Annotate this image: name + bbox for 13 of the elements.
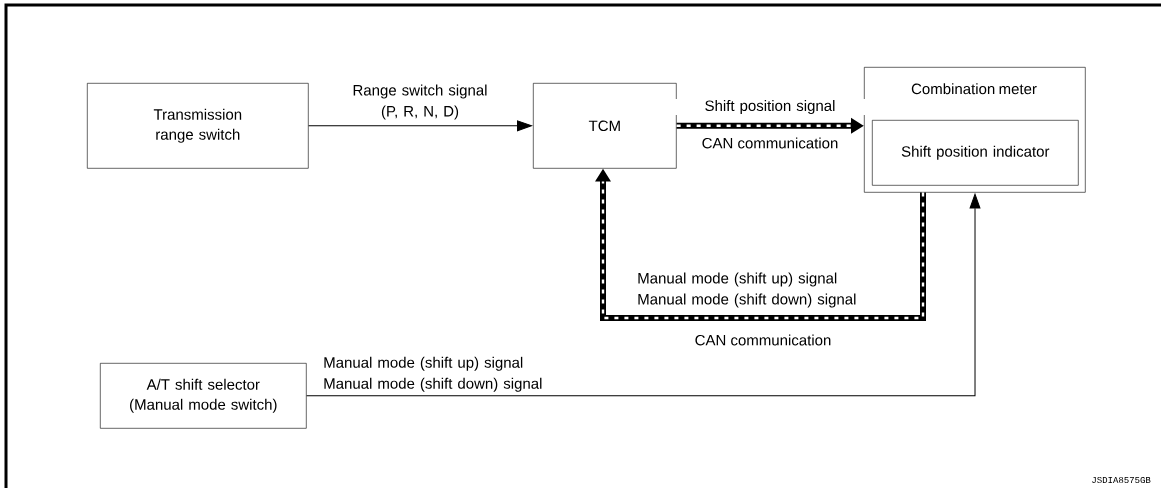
signal-label: CAN communication — [693, 333, 833, 347]
edge-label: Manual mode (shift up) signal Manual mode (shift down) signal — [636, 271, 867, 309]
edge-label: Manual mode (shift up) signal Manual mode (shift down) signal — [322, 355, 553, 393]
signal-label: CAN communication — [700, 136, 840, 150]
indicator-box: Shift position indicator — [872, 120, 1079, 186]
drawing-code: JSDIA8575GB — [1090, 475, 1152, 485]
arrow — [308, 120, 532, 132]
component-box: Transmission range switch — [87, 83, 309, 169]
arrow — [306, 193, 981, 397]
selector-box: A/T shift selector (Manual mode switch) — [100, 363, 307, 429]
edge-label: Shift position signal — [669, 99, 871, 115]
control-unit-box: TCM — [533, 83, 677, 169]
edge-label: Range switch signal (P, R, N, D) — [344, 83, 496, 121]
